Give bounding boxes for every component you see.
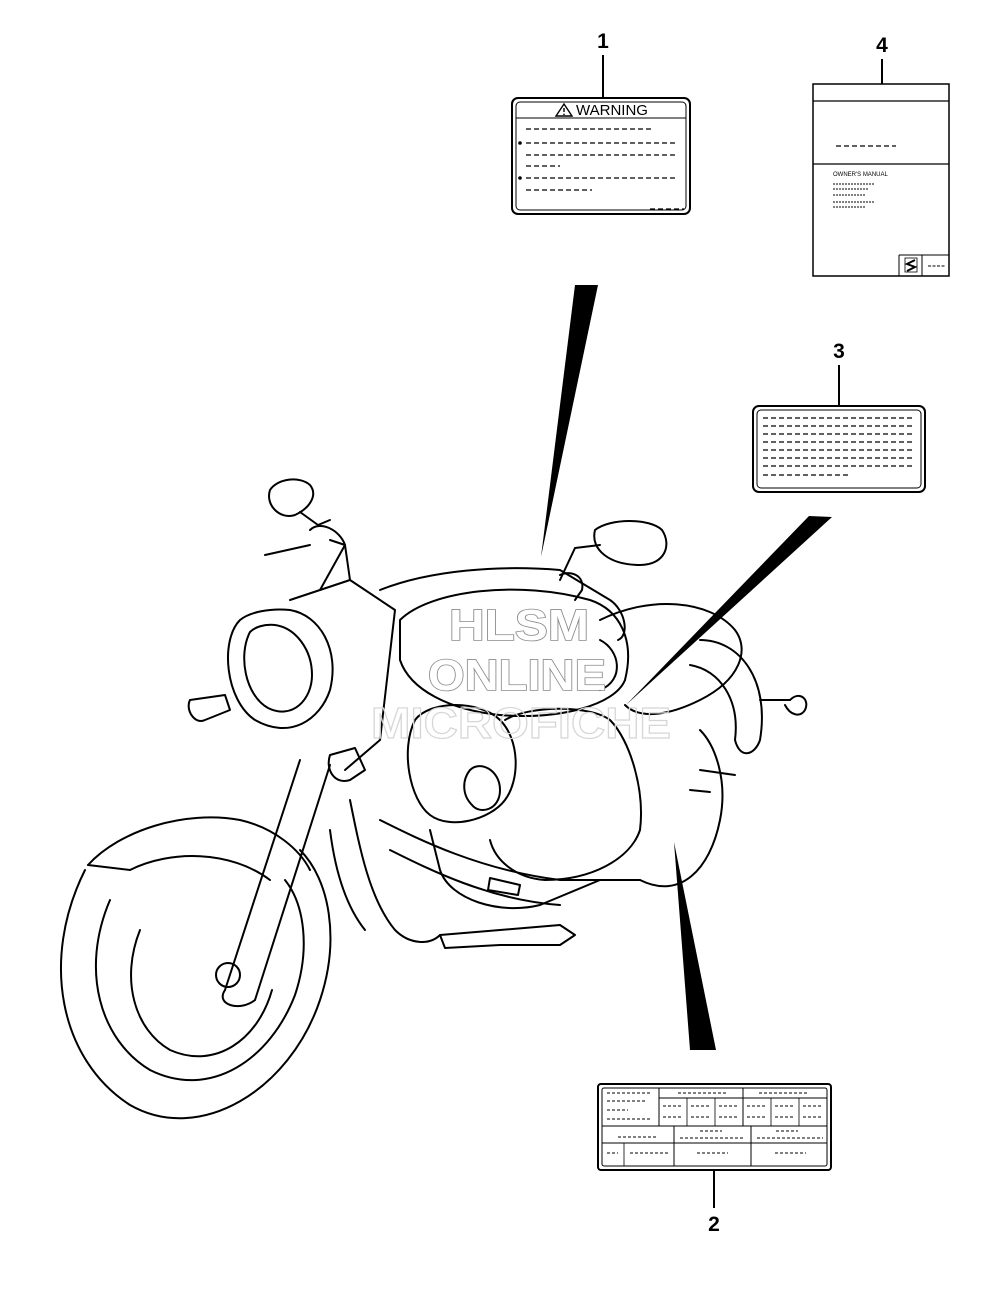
engine-rear-cylinder [489, 707, 642, 881]
callout-1[interactable]: 1 WARNING [511, 30, 691, 557]
info-label[interactable] [752, 405, 926, 493]
exhaust-pipe [379, 819, 641, 881]
callout-4[interactable]: 4 OWNER'S MANUAL [812, 34, 950, 277]
callout-2-pointer [674, 842, 716, 1050]
motorcycle-illustration [59, 478, 808, 1120]
watermark-line-1: HLSM [449, 601, 589, 650]
callout-3-pointer [626, 516, 832, 705]
suzuki-logo-icon [904, 257, 918, 273]
headlight [227, 608, 334, 730]
info-label-text-lines [763, 417, 912, 476]
right-mirror [593, 520, 668, 566]
tire-info-label[interactable] [597, 1083, 832, 1171]
callout-number-2: 2 [708, 1213, 720, 1236]
front-forks [224, 759, 331, 1001]
front-fender [87, 816, 311, 871]
rear-fender [689, 639, 763, 755]
callout-number-1: 1 [597, 30, 609, 53]
callout-3[interactable]: 3 [626, 340, 926, 705]
owners-manual-text-lines [833, 183, 874, 208]
engine-front-cylinder [406, 704, 517, 824]
warning-triangle-icon [554, 102, 574, 117]
callout-2[interactable]: 2 [597, 842, 832, 1236]
owners-manual-title: OWNER'S MANUAL [833, 172, 888, 178]
warning-label[interactable]: WARNING [511, 97, 691, 215]
watermark: HLSM ONLINE MICROFICHE [370, 600, 671, 748]
front-tire [59, 849, 332, 1120]
watermark-line-3: MICROFICHE [371, 699, 671, 748]
tire-info-text-lines [607, 1092, 823, 1154]
callout-1-pointer [541, 285, 598, 557]
rear-wheel [639, 729, 724, 888]
warning-heading: WARNING [576, 102, 648, 119]
owners-manual[interactable]: OWNER'S MANUAL [812, 83, 950, 277]
watermark-line-2: ONLINE [428, 651, 606, 700]
callout-number-4: 4 [876, 34, 888, 57]
seat [599, 603, 743, 716]
warning-label-text-lines [518, 128, 684, 210]
left-mirror [268, 478, 315, 517]
callout-number-3: 3 [833, 340, 845, 363]
